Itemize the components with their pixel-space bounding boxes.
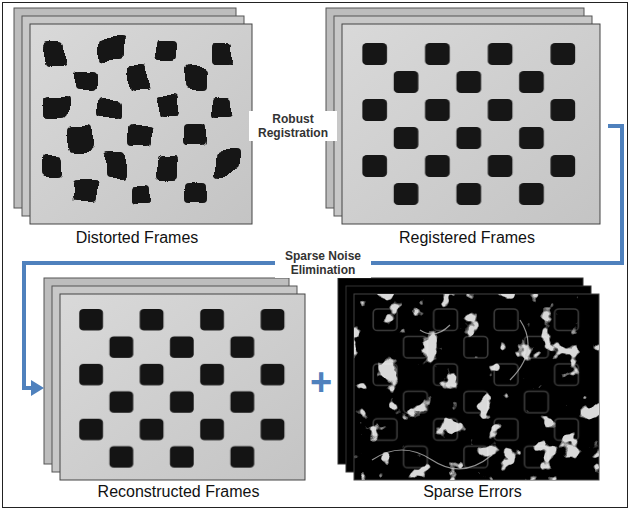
image-stack: Sparse Errors	[338, 278, 607, 502]
image-stack: Distorted Frames	[14, 8, 260, 248]
registered-stack	[326, 8, 600, 224]
image-stack: Registered Frames	[326, 8, 608, 248]
reconstructed-stack	[44, 278, 305, 480]
image-stack: Reconstructed Frames	[44, 278, 313, 502]
edge-label: Sparse Noise Elimination	[275, 248, 371, 278]
edge-label: Robust Registration	[249, 111, 337, 141]
frame-caption: Distorted Frames	[14, 228, 260, 248]
flow-arrow	[24, 126, 622, 396]
frame-caption: Registered Frames	[326, 228, 608, 248]
frame-caption: Reconstructed Frames	[44, 482, 313, 502]
arrow-line	[24, 126, 622, 388]
figure-border	[3, 3, 628, 508]
plus-sign: +	[310, 362, 332, 402]
sparse-error-stack	[338, 278, 599, 480]
distorted-stack	[14, 8, 252, 224]
arrow-head	[31, 380, 44, 396]
frame-caption: Sparse Errors	[338, 482, 607, 502]
